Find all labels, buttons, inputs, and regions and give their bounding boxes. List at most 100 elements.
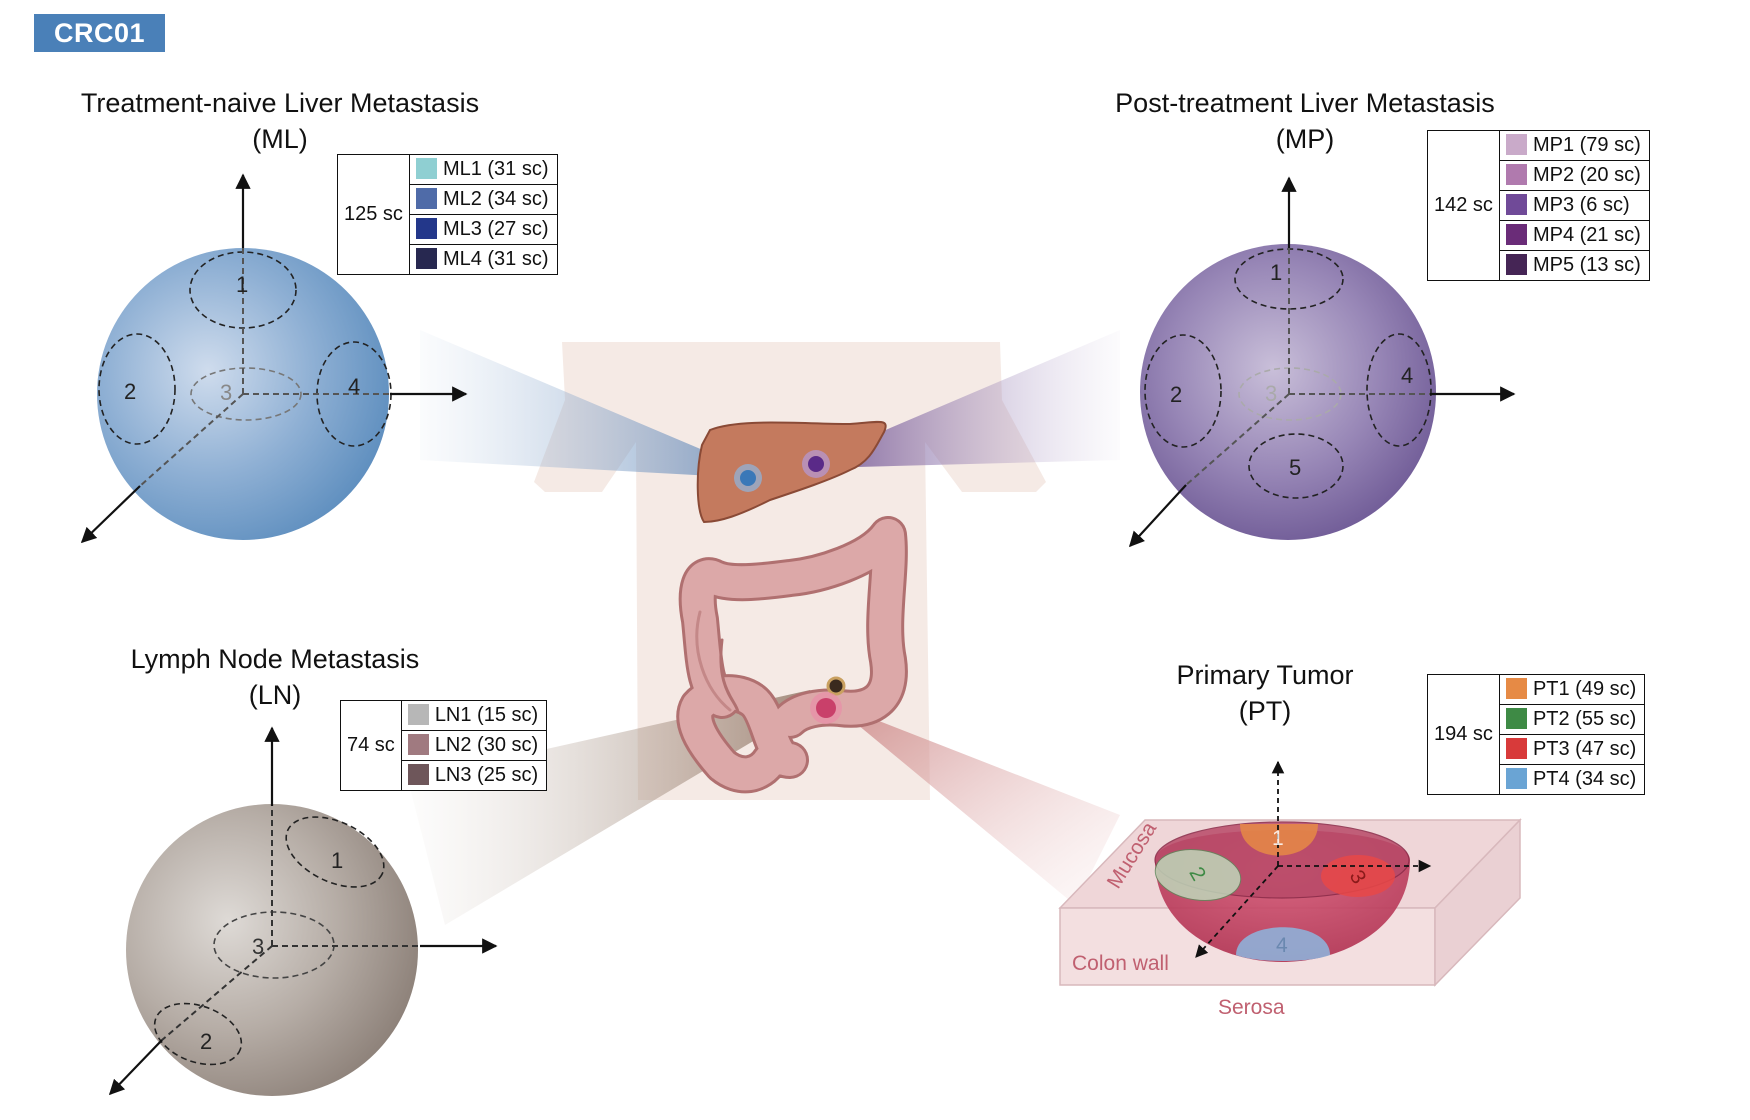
pt-region-1 [1240, 824, 1318, 856]
pt-title: Primary Tumor (PT) [1140, 657, 1390, 729]
legend-row: ML3 (27 sc) [338, 214, 558, 245]
pt-region-2 [1154, 849, 1242, 901]
pt-legend: 194 sc PT1 (49 sc) PT2 (55 sc) PT3 (47 s… [1427, 674, 1646, 795]
legend-label: MP5 (13 sc) [1532, 254, 1641, 276]
legend-row: PT2 (55 sc) [1428, 704, 1646, 735]
ml-region-3-label: 3 [220, 380, 232, 405]
ln-title-text: Lymph Node Metastasis [130, 644, 420, 674]
ln-region-3-label: 3 [252, 934, 264, 959]
pt-title-text: Primary Tumor [1176, 660, 1354, 690]
liver-illustration [696, 420, 887, 524]
legend-row: 74 sc LN1 (15 sc) [340, 700, 548, 791]
ml-region-4-label: 4 [348, 374, 360, 399]
legend-row: 142 sc MP1 (79 sc) [1427, 130, 1650, 281]
beam-pt [838, 705, 1120, 905]
pt-region-1-label: 1 [1272, 827, 1284, 850]
legend-swatch [1505, 134, 1527, 155]
legend-label: PT1 (49 sc) [1532, 678, 1637, 700]
legend-row: 194 sc PT1 (49 sc) [1427, 674, 1646, 795]
legend-swatch [415, 218, 437, 239]
legend-label: MP3 (6 sc) [1532, 194, 1630, 216]
legend-swatch [407, 704, 429, 725]
legend-row: LN3 (25 sc) [341, 760, 548, 791]
ln-site-marker [826, 676, 846, 696]
ln-region-1 [285, 816, 385, 888]
legend-swatch [415, 188, 437, 209]
mp-region-3-label: 3 [1265, 381, 1277, 406]
legend-swatch [1505, 164, 1527, 185]
pt-title-abbr: (PT) [1238, 696, 1292, 726]
mp-sphere: 1 2 3 4 5 [1128, 176, 1516, 548]
mp-region-2-label: 2 [1170, 382, 1182, 407]
sample-badge: CRC01 [34, 14, 165, 52]
legend-row: MP3 (6 sc) [1428, 190, 1650, 221]
legend-label: PT3 (47 sc) [1532, 738, 1637, 760]
ml-sphere: 1 2 3 4 [80, 173, 468, 544]
mp-region-4 [1366, 333, 1432, 447]
ln-title: Lymph Node Metastasis (LN) [90, 641, 460, 713]
legend-label: MP2 (20 sc) [1532, 164, 1641, 186]
ml-region-2-label: 2 [124, 379, 136, 404]
legend-swatch [415, 158, 437, 179]
legend-label: PT4 (34 sc) [1532, 768, 1637, 790]
legend-label: ML2 (34 sc) [442, 188, 549, 210]
legend-row: ML4 (31 sc) [338, 244, 558, 275]
ml-region-2 [98, 333, 176, 445]
colon-illustration [676, 516, 908, 794]
mp-region-5 [1248, 433, 1344, 499]
ml-title-abbr: (ML) [252, 124, 308, 154]
legend-label: PT2 (55 sc) [1532, 708, 1637, 730]
beam-mp [820, 330, 1120, 468]
mp-title-abbr: (MP) [1275, 124, 1335, 154]
mp-region-1-label: 1 [1270, 260, 1282, 285]
colon-wall-label: Colon wall [1072, 952, 1169, 975]
legend-row: PT3 (47 sc) [1428, 734, 1646, 765]
legend-swatch [1505, 708, 1527, 729]
pt-region-4 [1236, 927, 1330, 961]
ln-legend: 74 sc LN1 (15 sc) LN2 (30 sc) LN3 (25 sc… [340, 700, 548, 791]
mp-region-2 [1144, 334, 1222, 448]
serosa-label: Serosa [1218, 996, 1285, 1019]
mp-region-4-label: 4 [1401, 363, 1413, 388]
legend-label: LN3 (25 sc) [434, 764, 539, 786]
legend-label: LN2 (30 sc) [434, 734, 539, 756]
legend-label: MP1 (79 sc) [1532, 134, 1641, 156]
pt-region-4-label: 4 [1276, 934, 1288, 957]
legend-swatch [1505, 254, 1527, 275]
legend-swatch [407, 734, 429, 755]
ml-title-text: Treatment-naive Liver Metastasis [80, 88, 480, 118]
ln-sphere: 1 2 3 [108, 726, 498, 1096]
legend-label: ML4 (31 sc) [442, 248, 549, 270]
legend-label: ML1 (31 sc) [442, 158, 549, 180]
ln-region-2-label: 2 [200, 1029, 212, 1054]
legend-swatch [415, 248, 437, 269]
mp-title-text: Post-treatment Liver Metastasis [1115, 88, 1495, 118]
legend-label: MP4 (21 sc) [1532, 224, 1641, 246]
ml-title: Treatment-naive Liver Metastasis (ML) [30, 85, 530, 157]
legend-swatch [1505, 768, 1527, 789]
legend-row: PT4 (34 sc) [1428, 764, 1646, 795]
legend-row: 125 sc ML1 (31 sc) [337, 154, 558, 275]
mp-legend: 142 sc MP1 (79 sc) MP2 (20 sc) MP3 (6 sc… [1427, 130, 1650, 281]
legend-swatch [1505, 678, 1527, 699]
ml-total: 125 sc [337, 154, 410, 275]
ml-region-1-label: 1 [236, 272, 248, 297]
legend-swatch [407, 764, 429, 785]
pt-region-3 [1321, 855, 1395, 897]
legend-swatch [1505, 194, 1527, 215]
legend-row: MP2 (20 sc) [1428, 160, 1650, 191]
ln-region-2 [153, 1002, 243, 1066]
legend-swatch [1505, 224, 1527, 245]
mp-total: 142 sc [1427, 130, 1500, 281]
ln-total: 74 sc [340, 700, 402, 791]
ln-region-1-label: 1 [331, 848, 343, 873]
mp-region-5-label: 5 [1289, 455, 1301, 480]
legend-label: LN1 (15 sc) [434, 704, 539, 726]
mp-title: Post-treatment Liver Metastasis (MP) [1080, 85, 1530, 157]
pt-total: 194 sc [1427, 674, 1500, 795]
ml-legend: 125 sc ML1 (31 sc) ML2 (34 sc) ML3 (27 s… [337, 154, 558, 275]
legend-row: MP5 (13 sc) [1428, 250, 1650, 281]
beam-ml [420, 330, 750, 478]
legend-row: MP4 (21 sc) [1428, 220, 1650, 251]
